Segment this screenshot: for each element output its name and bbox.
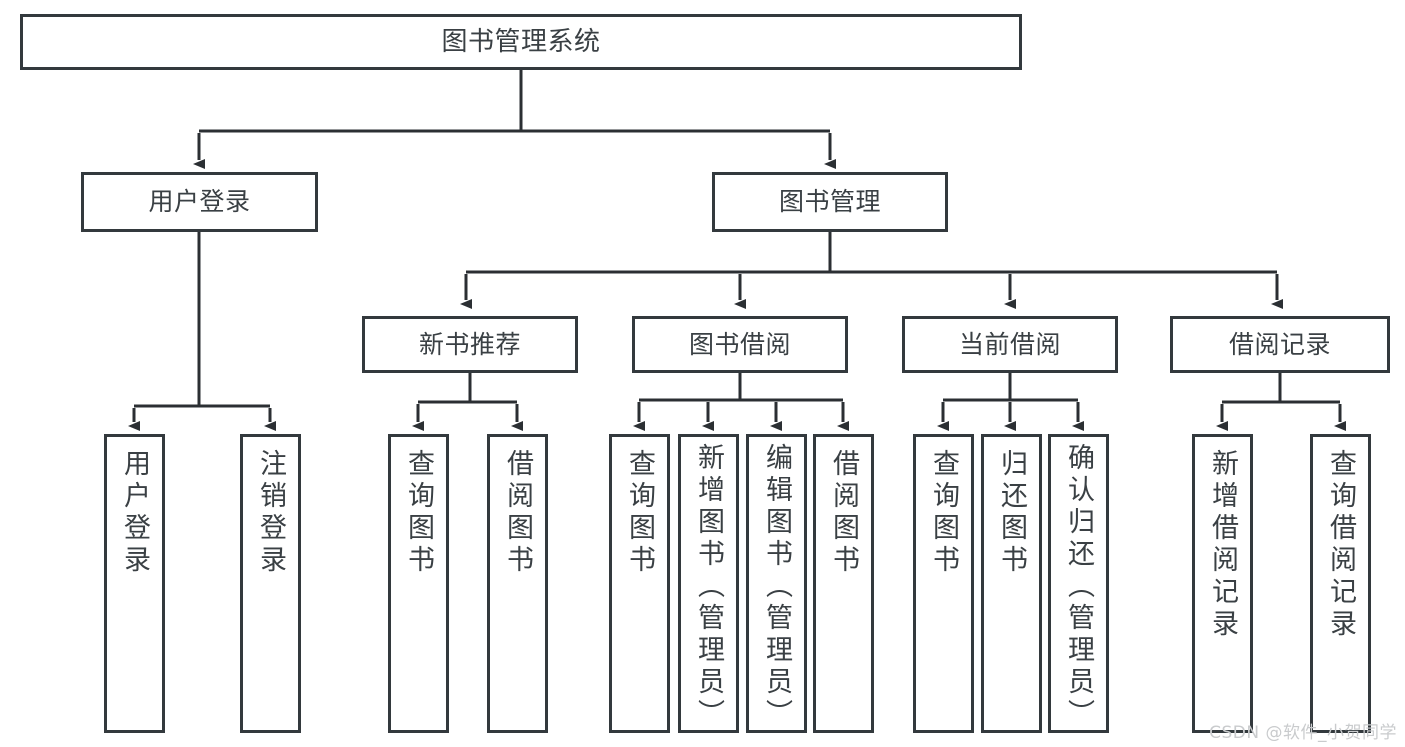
node-label: 查询借阅记录 xyxy=(1325,449,1356,641)
leaf-borrow-books-borrowing[interactable]: 借阅图书 xyxy=(813,434,874,733)
node-label: 查询图书 xyxy=(403,449,434,577)
leaf-edit-book-admin[interactable]: 编辑图书（管理员） xyxy=(746,434,807,733)
node-borrowing-records[interactable]: 借阅记录 xyxy=(1170,316,1390,373)
csdn-watermark: CSDN @软件_小贺同学 xyxy=(1209,723,1397,743)
node-current-borrowing[interactable]: 当前借阅 xyxy=(902,316,1118,373)
leaf-add-borrowing-record[interactable]: 新增借阅记录 xyxy=(1192,434,1253,733)
node-label: 确认归还（管理员） xyxy=(1063,443,1094,731)
node-root-book-management-system[interactable]: 图书管理系统 xyxy=(20,14,1022,70)
node-label: 编辑图书（管理员） xyxy=(761,443,792,731)
node-label: 查询图书 xyxy=(928,449,959,577)
leaf-query-books-borrowing[interactable]: 查询图书 xyxy=(609,434,670,733)
node-label: 注销登录 xyxy=(255,449,286,577)
node-label: 借阅图书 xyxy=(828,449,859,577)
leaf-user-login[interactable]: 用户登录 xyxy=(104,434,165,733)
node-user-login[interactable]: 用户登录 xyxy=(81,172,318,232)
leaf-return-books[interactable]: 归还图书 xyxy=(981,434,1042,733)
node-label: 当前借阅 xyxy=(958,329,1061,359)
node-book-management[interactable]: 图书管理 xyxy=(712,172,948,232)
node-label: 借阅图书 xyxy=(502,449,533,577)
leaf-logout[interactable]: 注销登录 xyxy=(240,434,301,733)
node-label: 图书管理系统 xyxy=(441,26,601,57)
node-label: 借阅记录 xyxy=(1228,329,1331,359)
node-label: 新书推荐 xyxy=(418,329,521,359)
node-label: 新增图书（管理员） xyxy=(693,443,724,731)
leaf-query-borrowing-record[interactable]: 查询借阅记录 xyxy=(1310,434,1371,733)
node-label: 用户登录 xyxy=(148,187,251,217)
node-new-book-recommendation[interactable]: 新书推荐 xyxy=(362,316,578,373)
leaf-confirm-return-admin[interactable]: 确认归还（管理员） xyxy=(1048,434,1109,733)
node-label: 查询图书 xyxy=(624,449,655,577)
leaf-query-books-recommendation[interactable]: 查询图书 xyxy=(388,434,449,733)
node-label: 新增借阅记录 xyxy=(1207,449,1238,641)
node-label: 图书借阅 xyxy=(688,329,791,359)
node-label: 图书管理 xyxy=(778,187,881,217)
leaf-add-book-admin[interactable]: 新增图书（管理员） xyxy=(678,434,739,733)
node-label: 用户登录 xyxy=(119,449,150,577)
leaf-query-books-current[interactable]: 查询图书 xyxy=(913,434,974,733)
node-label: 归还图书 xyxy=(996,449,1027,577)
node-book-borrowing[interactable]: 图书借阅 xyxy=(632,316,848,373)
leaf-borrow-books-recommendation[interactable]: 借阅图书 xyxy=(487,434,548,733)
